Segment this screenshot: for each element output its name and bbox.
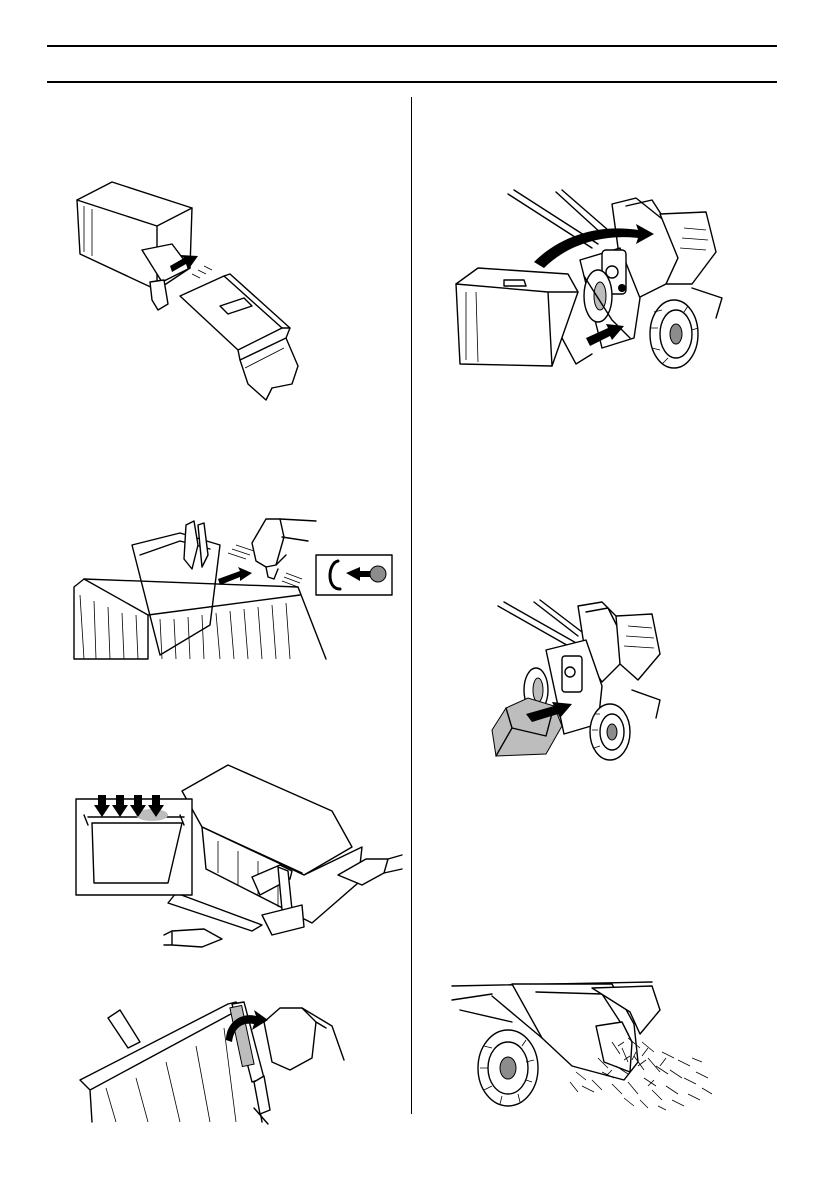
figure-catcher-bag-strap-fold <box>76 998 366 1124</box>
header-bottom-rule <box>47 81 777 83</box>
figure-catcher-bag-pressing-clips <box>72 755 402 965</box>
header-top-rule <box>47 45 777 47</box>
clip-detail-icon <box>316 555 392 595</box>
figure-catcher-bag-clip-attachment <box>70 515 395 663</box>
pointer-arrow-icon <box>218 567 252 585</box>
figure-catcher-frame-assembly <box>72 178 312 410</box>
figure-catcher-mounting-on-mower <box>452 188 722 378</box>
figure-grass-clippings-discharge <box>452 982 714 1112</box>
figure-side-discharge-deflector-mounting <box>482 600 662 762</box>
column-divider <box>411 97 412 1114</box>
